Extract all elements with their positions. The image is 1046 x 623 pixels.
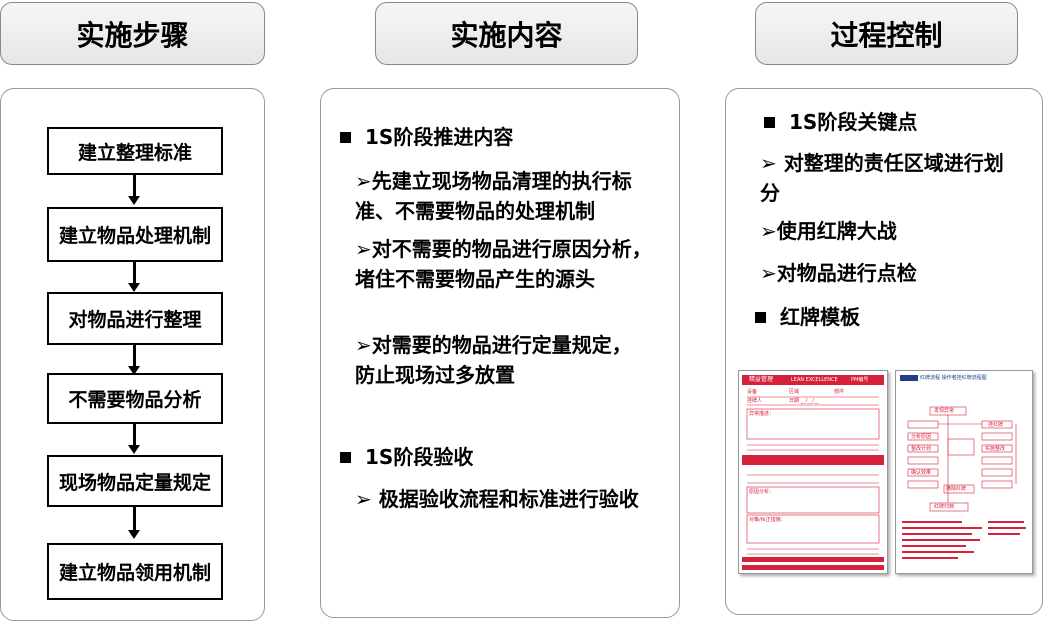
step-label: 现场物品定量规定 bbox=[58, 471, 211, 494]
red-tag-brand: 精益管理 bbox=[749, 376, 774, 383]
content-title-1-label: 1S阶段推进内容 bbox=[365, 125, 514, 149]
control-item: ➢ 对整理的责任区域进行划分 bbox=[760, 148, 1020, 208]
step-arrow bbox=[128, 424, 140, 454]
content-title-2: 1S阶段验收 bbox=[340, 442, 660, 472]
square-bullet-icon bbox=[764, 117, 775, 128]
square-bullet-icon bbox=[755, 312, 766, 323]
red-tag-field: 部件 bbox=[834, 389, 845, 395]
control-item: ➢使用红牌大战 bbox=[760, 216, 1020, 246]
control-item-label: ➢使用红牌大战 bbox=[760, 219, 897, 243]
control-item-label: ➢对物品进行点检 bbox=[760, 261, 917, 285]
red-tag-field: 区域 bbox=[789, 389, 800, 395]
control-title-1: 1S阶段关键点 bbox=[764, 107, 1034, 137]
red-tag-desc-label: 异常描述： bbox=[749, 411, 775, 417]
red-tag-card-image: 精益管理 LEAN EXCELLENCE PM编号 设备 区域 部件 挂牌人 日… bbox=[738, 370, 888, 574]
step-label: 不需要物品分析 bbox=[68, 389, 202, 411]
content-title-1: 1S阶段推进内容 bbox=[340, 122, 660, 152]
red-tag-flow-node: 实施整改 bbox=[985, 446, 1006, 452]
content-item: ➢先建立现场物品清理的执行标准、不需要物品的处理机制 bbox=[355, 166, 660, 226]
panel-content bbox=[320, 88, 680, 618]
red-tag-field: 设备 bbox=[747, 389, 758, 395]
step-box-4: 不需要物品分析 bbox=[47, 373, 223, 424]
step-arrow bbox=[128, 262, 140, 292]
step-box-1: 建立整理标准 bbox=[47, 127, 223, 175]
red-tag-flow-node: 确认效果 bbox=[911, 470, 932, 476]
red-tag-flow-node: 红牌归档 bbox=[934, 504, 955, 510]
header-steps-label: 实施步骤 bbox=[76, 18, 189, 52]
control-title-1-label: 1S阶段关键点 bbox=[789, 110, 918, 134]
square-bullet-icon bbox=[340, 132, 351, 143]
header-content: 实施内容 bbox=[375, 2, 638, 65]
content-item-label: ➢对需要的物品进行定量规定，防止现场过多放置 bbox=[355, 333, 632, 387]
red-tag-field: 日期 __/__/__ bbox=[789, 398, 819, 404]
step-label: 建立整理标准 bbox=[77, 141, 192, 164]
square-bullet-icon bbox=[340, 452, 351, 463]
step-box-6: 建立物品领用机制 bbox=[47, 543, 223, 600]
step-label: 建立物品领用机制 bbox=[58, 562, 211, 584]
content-item: ➢ 极据验收流程和标准进行验收 bbox=[355, 484, 660, 514]
step-arrow bbox=[128, 175, 140, 205]
content-item-label: ➢先建立现场物品清理的执行标准、不需要物品的处理机制 bbox=[355, 169, 632, 223]
content-item-label: ➢对不需要的物品进行原因分析，堵住不需要物品产生的源头 bbox=[355, 237, 652, 291]
step-arrow bbox=[128, 507, 140, 539]
red-tag-measure-label: 对策/纠正措施： bbox=[749, 517, 786, 523]
red-tag-flow-node: 整改计划 bbox=[911, 446, 932, 452]
red-tag-card-drawing bbox=[742, 375, 884, 570]
header-control-label: 过程控制 bbox=[830, 18, 943, 52]
red-tag-analysis-label: 原因分析： bbox=[749, 489, 775, 495]
step-box-3: 对物品进行整理 bbox=[47, 292, 223, 345]
content-title-2-label: 1S阶段验收 bbox=[365, 445, 474, 469]
control-item-label: ➢ 对整理的责任区域进行划分 bbox=[760, 151, 1004, 205]
red-tag-pm-label: PM编号 bbox=[851, 377, 869, 383]
control-item: ➢对物品进行点检 bbox=[760, 258, 1020, 288]
red-tag-flow-node: 分析原因 bbox=[911, 434, 932, 440]
step-arrow bbox=[128, 345, 140, 375]
red-tag-flow-drawing bbox=[900, 375, 1026, 559]
red-tag-flow-node: 摘除红牌 bbox=[946, 486, 967, 492]
control-title-2: 红牌模板 bbox=[755, 302, 1025, 332]
header-steps: 实施步骤 bbox=[0, 2, 265, 65]
step-label: 对物品进行整理 bbox=[68, 309, 202, 331]
red-tag-flow-header: 红牌流程 操作者挂红牌流程图 bbox=[920, 375, 987, 381]
content-item: ➢对需要的物品进行定量规定，防止现场过多放置 bbox=[355, 330, 645, 390]
header-content-label: 实施内容 bbox=[450, 18, 563, 52]
header-control: 过程控制 bbox=[755, 2, 1018, 65]
red-tag-flow-image: 红牌流程 操作者挂红牌流程图 发现异常 挂红牌 分析原因 整改计划 实施整改 确… bbox=[895, 370, 1033, 574]
step-box-5: 现场物品定量规定 bbox=[47, 455, 223, 507]
control-title-2-label: 红牌模板 bbox=[780, 305, 860, 329]
red-tag-brand-en: LEAN EXCELLENCE bbox=[791, 377, 838, 383]
red-tag-field: 挂牌人 bbox=[747, 398, 763, 404]
content-item: ➢对不需要的物品进行原因分析，堵住不需要物品产生的源头 bbox=[355, 234, 660, 294]
red-tag-flow-node: 挂红牌 bbox=[988, 422, 1004, 428]
step-label: 建立物品处理机制 bbox=[58, 225, 211, 247]
content-item-label: ➢ 极据验收流程和标准进行验收 bbox=[355, 487, 639, 511]
red-tag-flow-node: 发现异常 bbox=[934, 408, 955, 414]
step-box-2: 建立物品处理机制 bbox=[47, 207, 223, 262]
